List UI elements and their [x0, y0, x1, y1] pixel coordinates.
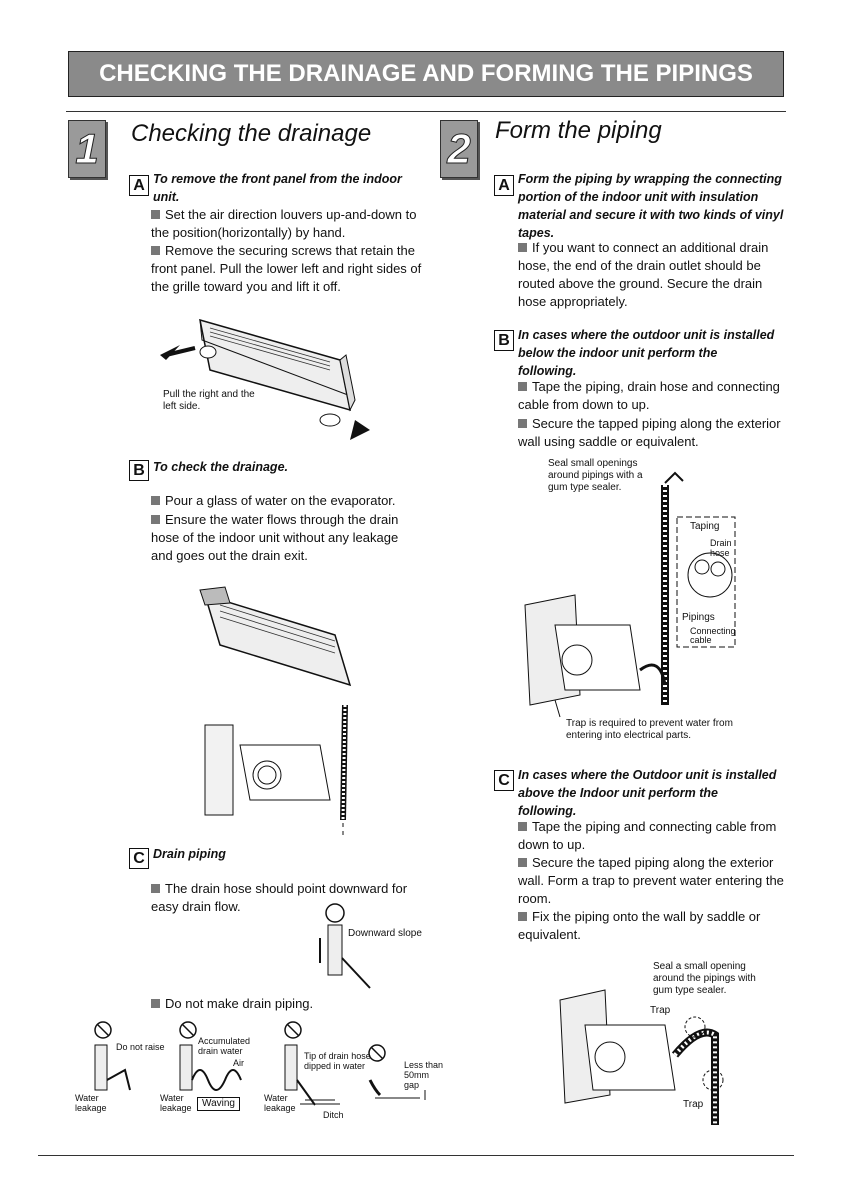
step-1a-heading: To remove the front panel from the indoo… [153, 172, 402, 204]
water-leakage-label-2: Water leakage [160, 1093, 192, 1113]
trap-bottom-label: Trap [683, 1099, 704, 1110]
step-2a-letter: A [494, 175, 514, 196]
do-not-raise-label: Do not raise [116, 1042, 165, 1052]
page-title: CHECKING THE DRAINAGE AND FORMING THE PI… [99, 60, 753, 87]
trap-required-note: Trap is required to prevent water from e… [566, 718, 733, 741]
tip-dipped-label: Tip of drain hose dipped in water [304, 1051, 371, 1071]
top-divider [66, 111, 786, 112]
step-1-number: 1 [68, 120, 106, 178]
step-2-number: 2 [440, 120, 478, 178]
step-1c-heading: Drain piping [153, 847, 226, 861]
water-leakage-label-3: Water leakage [264, 1093, 296, 1113]
step-1b-bullet-2: Ensure the water flows through the drain… [151, 512, 399, 563]
drainage-check-illustration [199, 586, 352, 835]
step-1c-bullet-1: The drain hose should point downward for… [151, 881, 408, 914]
step-1c-letter: C [129, 848, 149, 869]
outdoor-unit-above-illustration [559, 989, 724, 1125]
step-2b-bullet-1: Tape the piping, drain hose and connecti… [518, 379, 780, 412]
step-1a-bullet-2: Remove the securing screws that retain t… [151, 243, 422, 294]
step-1b-heading: To check the drainage. [153, 460, 288, 474]
indoor-unit-front-panel-illustration [160, 318, 370, 440]
pull-sides-caption: Pull the right and the left side. [163, 389, 255, 412]
downward-slope-label: Downward slope [348, 928, 422, 939]
step-2a-bullet-1: If you want to connect an additional dra… [518, 240, 769, 309]
step-1a-bullet-1: Set the air direction louvers up-and-dow… [151, 207, 417, 240]
trap-top-label: Trap [650, 1005, 671, 1016]
step-1c-bullet-2: Do not make drain piping. [151, 995, 423, 1013]
step-2c-bullet-1: Tape the piping and connecting cable fro… [518, 819, 777, 852]
correct-slope-illustration [319, 903, 371, 989]
drain-hose-label: Drain hose [710, 538, 732, 558]
air-label: Air [233, 1058, 244, 1068]
accumulated-label: Accumulated drain water [198, 1036, 251, 1056]
step-2b-heading: In cases where the outdoor unit is insta… [518, 328, 775, 378]
step-2c-bullet-2: Secure the taped piping along the exteri… [518, 855, 784, 906]
connecting-cable-label: Connecting cable [690, 626, 736, 645]
step-2a-heading: Form the piping by wrapping the connecti… [518, 172, 784, 240]
bad-drain-examples-illustration [94, 1021, 426, 1106]
bottom-divider [38, 1155, 794, 1156]
taping-label: Taping [690, 521, 720, 532]
less-than-gap-label: Less than 50mm gap [404, 1060, 444, 1090]
step-1a-letter: A [129, 175, 149, 196]
step-2b-bullet-2: Secure the tapped piping along the exter… [518, 416, 781, 449]
step-2b-letter: B [494, 330, 514, 351]
step-1-title: Checking the drainage [131, 120, 372, 147]
step-1b-bullet-1: Pour a glass of water on the evaporator. [151, 492, 423, 510]
water-leakage-label-1: Water leakage [75, 1093, 107, 1113]
outdoor-unit-below-illustration [524, 471, 736, 718]
seal-openings-label-b: Seal small openings around pipings with … [548, 458, 643, 493]
step-2c-heading: In cases where the Outdoor unit is insta… [518, 768, 777, 818]
pipings-label: Pipings [682, 612, 715, 623]
step-2c-letter: C [494, 770, 514, 791]
step-2c-bullet-3: Fix the piping onto the wall by saddle o… [518, 909, 761, 942]
page-title-banner: CHECKING THE DRAINAGE AND FORMING THE PI… [68, 51, 784, 97]
ditch-label: Ditch [323, 1110, 344, 1120]
step-2-title: Form the piping [495, 117, 662, 144]
waving-label: Waving [197, 1097, 240, 1111]
step-1b-letter: B [129, 460, 149, 481]
seal-opening-label-c: Seal a small opening around the pipings … [653, 961, 756, 996]
